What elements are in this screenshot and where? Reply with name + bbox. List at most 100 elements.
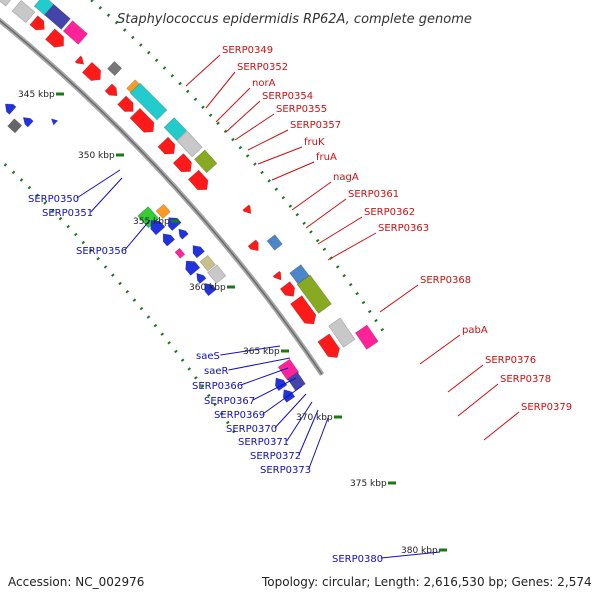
forward-gene-label: fruA <box>316 152 337 163</box>
forward-gene-block <box>0 0 15 7</box>
kbp-tick-label: 350 kbp <box>78 151 115 161</box>
kbp-tick-label: 365 kbp <box>243 347 280 357</box>
kbp-tick-label: 375 kbp <box>350 479 387 489</box>
forward-gene-block-shape <box>279 281 296 297</box>
forward-leader-line <box>234 113 275 141</box>
forward-leader-line <box>205 71 236 109</box>
forward-gene-label: SERP0357 <box>290 120 341 131</box>
reverse-gene-block-shape <box>50 118 59 126</box>
reverse-gene-block-shape <box>155 203 171 219</box>
forward-gene-block-shape <box>104 83 118 97</box>
reverse-gene-block <box>155 203 171 219</box>
forward-leader-line <box>185 54 221 87</box>
forward-gene-block-shape <box>74 55 85 65</box>
forward-leader-line <box>215 87 251 123</box>
forward-leader-line <box>317 216 363 245</box>
reverse-leader-line <box>240 367 289 386</box>
reverse-gene-block-shape <box>178 228 189 240</box>
reverse-gene-label: SERP0373 <box>260 465 311 476</box>
reverse-leader-line <box>308 417 329 470</box>
forward-gene-block <box>29 15 45 31</box>
reverse-leader-line <box>274 393 307 429</box>
forward-leader-line <box>257 146 303 165</box>
reverse-gene-label: saeR <box>204 366 228 377</box>
forward-gene-block <box>290 295 317 325</box>
reverse-gene-block <box>7 118 23 134</box>
forward-gene-block <box>129 107 155 133</box>
reverse-gene-label: SERP0367 <box>204 396 255 407</box>
forward-gene-label: SERP0355 <box>276 104 327 115</box>
reverse-gene-label: SERP0350 <box>28 194 79 205</box>
forward-gene-block-shape <box>194 149 218 174</box>
kbp-tick-label: 360 kbp <box>189 283 226 293</box>
kbp-tick-label: 355 kbp <box>133 217 170 227</box>
forward-gene-block-shape <box>81 61 101 81</box>
forward-gene-block-shape <box>247 239 259 252</box>
gc-skew-track-outer <box>89 0 386 334</box>
forward-leader-line <box>305 198 347 229</box>
reverse-gene-block <box>185 260 201 276</box>
reverse-gene-block <box>196 272 207 284</box>
forward-leader-line <box>379 284 419 313</box>
reverse-gene-block <box>162 233 176 247</box>
forward-gene-label: SERP0363 <box>378 223 429 234</box>
reverse-gene-block <box>174 247 186 259</box>
reverse-gene-block-shape <box>22 116 34 128</box>
reverse-gene-block-shape <box>174 247 186 259</box>
reverse-leader-line <box>90 177 123 213</box>
forward-gene-block-shape <box>107 61 123 76</box>
reverse-gene-block-shape <box>274 377 288 392</box>
reverse-leader-line <box>298 409 319 456</box>
reverse-leader-line <box>380 551 441 559</box>
forward-gene-label: fruK <box>304 137 325 148</box>
reverse-gene-block <box>150 220 166 236</box>
kbp-tick-label: 380 kbp <box>401 546 438 556</box>
reverse-gene-label: SERP0380 <box>332 554 383 565</box>
forward-gene-block <box>117 95 134 112</box>
forward-gene-block-shape <box>187 169 209 191</box>
reverse-leader-line <box>262 385 303 415</box>
forward-gene-block <box>62 20 88 45</box>
forward-gene-block-shape <box>317 333 340 358</box>
reverse-leader-line <box>220 345 281 356</box>
forward-gene-block-shape <box>129 82 168 121</box>
backbone-ring-core <box>0 19 323 375</box>
forward-leader-line <box>291 181 332 211</box>
reverse-gene-label: SERP0372 <box>250 451 301 462</box>
forward-gene-block-shape <box>129 107 155 133</box>
forward-gene-block <box>163 117 188 141</box>
forward-gene-block-shape <box>242 204 252 214</box>
reverse-gene-label: SERP0371 <box>238 437 289 448</box>
forward-leader-line <box>419 334 461 365</box>
reverse-gene-block-shape <box>196 272 207 284</box>
gc-skew-track-inner <box>0 157 237 435</box>
forward-gene-block-shape <box>44 28 64 48</box>
forward-gene-label: SERP0352 <box>237 62 288 73</box>
forward-gene-block-shape <box>157 136 176 155</box>
reverse-gene-block <box>274 377 288 392</box>
forward-gene-block-shape <box>172 153 192 173</box>
forward-gene-block <box>74 55 85 65</box>
forward-gene-label: SERP0378 <box>500 374 551 385</box>
reverse-gene-block-shape <box>150 220 166 236</box>
reverse-gene-block <box>22 116 34 128</box>
forward-gene-block-shape <box>163 117 188 141</box>
accession-text: Accession: NC_002976 <box>8 575 144 589</box>
forward-gene-block-shape <box>328 317 356 348</box>
forward-gene-block <box>317 333 340 358</box>
forward-gene-block <box>194 149 218 174</box>
reverse-gene-block <box>50 118 59 126</box>
reverse-gene-label: SERP0351 <box>42 208 93 219</box>
reverse-gene-block-shape <box>162 233 176 247</box>
forward-gene-block-shape <box>176 130 203 158</box>
reverse-gene-label: SERP0356 <box>76 246 127 257</box>
forward-gene-block-shape <box>29 15 45 31</box>
reverse-gene-block <box>4 103 17 115</box>
forward-gene-block <box>107 61 123 76</box>
forward-leader-line <box>457 383 499 417</box>
forward-leader-line <box>247 129 289 151</box>
reverse-gene-block-shape <box>4 103 17 115</box>
forward-gene-label: norA <box>252 78 276 89</box>
forward-gene-block-shape <box>266 234 283 251</box>
